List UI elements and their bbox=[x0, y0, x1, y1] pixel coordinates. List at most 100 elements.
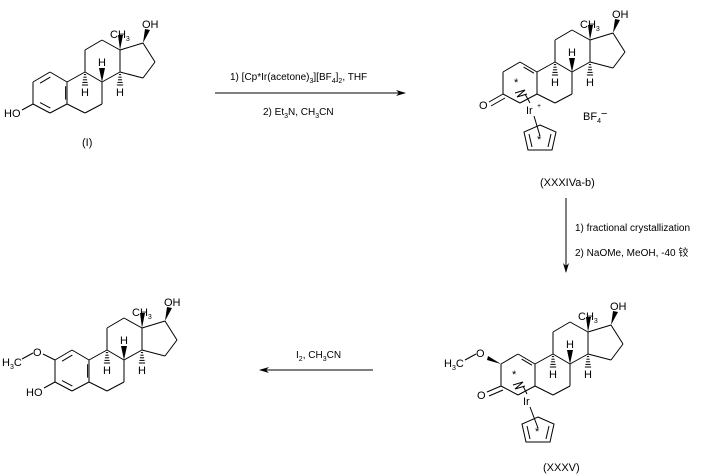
step3-reagent: I2, CH3CN bbox=[296, 350, 341, 363]
compound-iridium-complex-xxxv: O O H3C * Ir * CH3 OH H H H (XXXV) bbox=[444, 301, 627, 474]
hydroxyl-17-label: OH bbox=[164, 297, 181, 309]
cyclopentadienyl-ring bbox=[521, 416, 555, 443]
bond bbox=[106, 381, 125, 392]
h9-label: H bbox=[549, 369, 557, 381]
ring-star: * bbox=[514, 77, 519, 89]
bond bbox=[66, 103, 86, 114]
cp-star: * bbox=[537, 134, 542, 146]
bond bbox=[517, 353, 536, 365]
bond bbox=[119, 42, 144, 51]
bond bbox=[589, 61, 614, 69]
double-bond bbox=[61, 354, 73, 362]
step2-reagent-2: 2) NaOMe, MeOH, -40 铰 bbox=[575, 246, 688, 259]
bond bbox=[164, 339, 178, 357]
bond bbox=[610, 343, 624, 361]
bond bbox=[587, 324, 612, 333]
methyl-wedge bbox=[586, 317, 591, 332]
h8-wedge bbox=[569, 58, 575, 72]
bond bbox=[589, 32, 614, 41]
bond bbox=[84, 103, 103, 114]
bond bbox=[569, 321, 589, 333]
h8-label: H bbox=[568, 47, 576, 59]
bond bbox=[106, 317, 125, 329]
bond bbox=[571, 61, 591, 73]
carbonyl-bond-2 bbox=[488, 389, 504, 397]
carbonyl-o-label: O bbox=[477, 390, 486, 402]
step2-reagent-1: 1) fractional crystallization bbox=[575, 223, 690, 234]
bond bbox=[534, 385, 554, 396]
cp-bond bbox=[529, 406, 539, 429]
bond bbox=[517, 385, 536, 396]
bond bbox=[587, 353, 612, 361]
steroid-skeleton bbox=[32, 29, 156, 114]
bond bbox=[612, 32, 626, 53]
bond bbox=[554, 93, 573, 104]
bond bbox=[119, 71, 144, 79]
methyl-label: CH3 bbox=[578, 311, 598, 325]
bond bbox=[534, 353, 554, 365]
bond bbox=[66, 71, 86, 83]
double-bond bbox=[39, 102, 51, 109]
double-bond bbox=[523, 66, 535, 74]
double-bond bbox=[39, 76, 51, 84]
methyl-wedge bbox=[140, 313, 145, 328]
double-bond bbox=[521, 358, 533, 366]
methoxy-o-label: O bbox=[476, 348, 485, 360]
hydroxyl-wedge bbox=[613, 19, 620, 33]
bond bbox=[32, 103, 51, 114]
compound-iridium-complex-xxxiv: O * Ir + * BF4− CH3 OH H H H (XXXIVa-b) bbox=[479, 9, 629, 189]
charge-plus: + bbox=[537, 103, 541, 110]
cp-double-bond bbox=[545, 425, 550, 440]
bond bbox=[519, 93, 538, 104]
methoxy-methyl-label: H3C bbox=[444, 358, 464, 372]
bond bbox=[554, 61, 573, 73]
steroid-skeleton bbox=[54, 307, 178, 392]
oh-bond bbox=[21, 103, 34, 111]
double-bond bbox=[61, 380, 73, 387]
carbonyl-bond bbox=[486, 385, 502, 393]
h14-label: H bbox=[138, 365, 146, 377]
iridium-label: Ir bbox=[526, 105, 533, 117]
bond bbox=[142, 61, 156, 79]
carbonyl-bond-2 bbox=[490, 97, 506, 107]
h8-wedge bbox=[121, 346, 127, 360]
steroid-skeleton bbox=[500, 311, 624, 396]
cp-double-bond bbox=[547, 133, 552, 148]
h14-label: H bbox=[586, 77, 594, 89]
methyl-label: CH3 bbox=[132, 307, 152, 321]
compound-2-methoxyestradiol: HO O H3C CH3 OH H H H bbox=[2, 297, 181, 399]
bond bbox=[54, 381, 73, 392]
cp-double-bond bbox=[526, 425, 531, 440]
h9-label: H bbox=[551, 77, 559, 89]
bond bbox=[519, 61, 538, 73]
bond bbox=[84, 71, 103, 83]
h9-label: H bbox=[81, 87, 89, 99]
bond bbox=[49, 103, 68, 114]
oh-bond bbox=[43, 381, 56, 389]
h8-wedge bbox=[99, 68, 105, 82]
bond bbox=[164, 320, 178, 341]
hydroxyl-wedge bbox=[611, 311, 618, 325]
cp-star: * bbox=[535, 426, 540, 438]
bond bbox=[610, 324, 624, 345]
bond bbox=[88, 381, 108, 392]
iridium-label: Ir bbox=[523, 396, 530, 408]
bond bbox=[569, 353, 589, 365]
h9-label: H bbox=[103, 365, 111, 377]
ir-bond bbox=[524, 93, 531, 104]
bond bbox=[552, 321, 571, 333]
counterion-label: BF4− bbox=[583, 108, 607, 125]
h8-label: H bbox=[98, 57, 106, 69]
bond bbox=[54, 349, 73, 361]
hydroxyl-3-label: HO bbox=[4, 108, 21, 120]
ring-star: * bbox=[512, 369, 517, 381]
methyl-label: CH3 bbox=[580, 19, 600, 33]
ir-bond bbox=[522, 385, 528, 395]
hydroxyl-17-label: OH bbox=[142, 19, 159, 31]
step1-reagent-1: 1) [Cp*Ir(acetone)3][BF4]2, THF bbox=[230, 72, 367, 85]
hydroxyl-3-label: HO bbox=[26, 387, 43, 399]
h8-wedge bbox=[567, 350, 573, 364]
bond bbox=[141, 320, 166, 329]
bond bbox=[123, 349, 143, 361]
